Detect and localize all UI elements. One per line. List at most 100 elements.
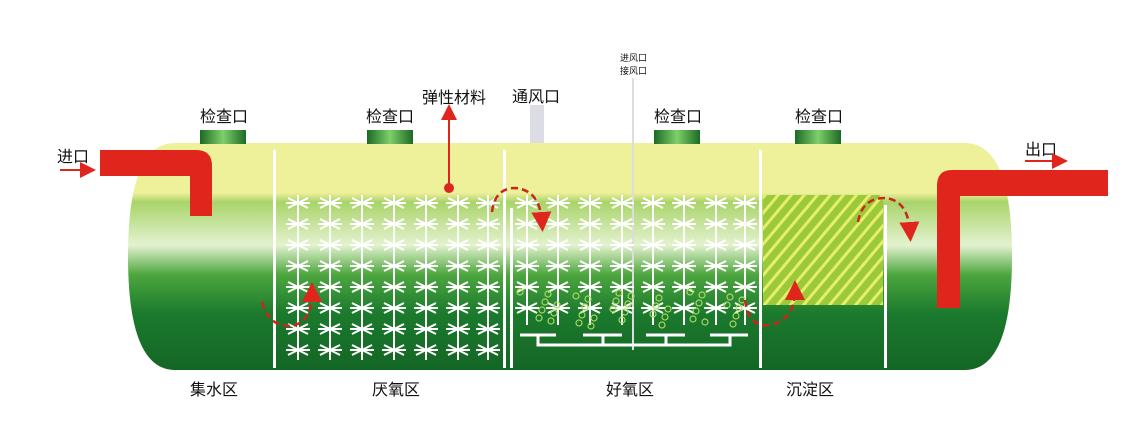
fiber-tuft bbox=[446, 239, 470, 251]
inspection-port-label-3: 检查口 bbox=[654, 107, 702, 126]
fiber-tuft bbox=[318, 302, 342, 314]
fiber-tuft bbox=[610, 218, 634, 230]
fiber-tuft bbox=[414, 218, 438, 230]
fiber-tuft bbox=[704, 218, 728, 230]
zone-aerobic-label: 好氧区 bbox=[606, 380, 654, 399]
fiber-tuft bbox=[704, 302, 728, 314]
fiber-tuft bbox=[318, 344, 342, 356]
fiber-tuft bbox=[641, 260, 665, 272]
inspection-port-label-4: 检查口 bbox=[795, 107, 843, 126]
fiber-tuft bbox=[382, 344, 406, 356]
zone-collection-label: 集水区 bbox=[190, 380, 238, 399]
air-bubble bbox=[732, 312, 740, 320]
fiber-tuft bbox=[350, 260, 374, 272]
fiber-tuft bbox=[382, 323, 406, 335]
fiber-tuft bbox=[641, 197, 665, 209]
fiber-tuft bbox=[414, 197, 438, 209]
fiber-tuft bbox=[318, 239, 342, 251]
air-bubble bbox=[655, 294, 663, 302]
sedimentation-hatch bbox=[763, 195, 883, 305]
fiber-tuft bbox=[286, 239, 310, 251]
air-bubble bbox=[723, 301, 731, 309]
fiber-tuft bbox=[446, 281, 470, 293]
fiber-tuft bbox=[610, 197, 634, 209]
air-bubble bbox=[686, 288, 694, 296]
fiber-tuft bbox=[350, 218, 374, 230]
inspection-caps bbox=[200, 130, 841, 144]
fiber-tuft bbox=[578, 260, 602, 272]
fiber-tuft bbox=[733, 239, 757, 251]
flow-arrows bbox=[260, 186, 920, 327]
fiber-tuft bbox=[672, 239, 696, 251]
fiber-tuft bbox=[672, 281, 696, 293]
fiber-tuft bbox=[446, 218, 470, 230]
air-bubble bbox=[538, 306, 546, 314]
air-bubble bbox=[553, 301, 561, 309]
air-bubble bbox=[544, 290, 552, 298]
outlet-label: 出口 bbox=[1025, 140, 1057, 159]
fiber-tuft bbox=[286, 302, 310, 314]
fiber-tuft bbox=[610, 260, 634, 272]
fiber-tuft bbox=[704, 281, 728, 293]
fiber-tuft bbox=[515, 197, 539, 209]
fiber-tuft bbox=[546, 197, 570, 209]
inspection-port-label-2: 检查口 bbox=[366, 107, 414, 126]
air-bubble bbox=[701, 318, 709, 326]
fiber-tuft bbox=[476, 281, 500, 293]
fiber-tuft bbox=[382, 218, 406, 230]
fiber-tuft bbox=[546, 260, 570, 272]
fiber-tuft bbox=[350, 323, 374, 335]
fiber-tuft bbox=[476, 218, 500, 230]
air-bubble bbox=[612, 297, 620, 305]
fiber-tuft bbox=[286, 260, 310, 272]
air-bubble bbox=[661, 313, 669, 321]
aeration-pipe bbox=[520, 333, 748, 347]
elastic-material-dot bbox=[444, 183, 454, 193]
fiber-tuft bbox=[382, 302, 406, 314]
fiber-tuft bbox=[318, 260, 342, 272]
fiber-tuft bbox=[382, 260, 406, 272]
air-bubble bbox=[627, 292, 635, 300]
fiber-tuft bbox=[382, 197, 406, 209]
fiber-tuft bbox=[350, 281, 374, 293]
partitions bbox=[273, 78, 887, 368]
fiber-tuft bbox=[704, 260, 728, 272]
air-bubble bbox=[575, 319, 583, 327]
air-bubble bbox=[516, 288, 524, 296]
fiber-tuft bbox=[446, 197, 470, 209]
zone-anaerobic-label: 厌氧区 bbox=[372, 380, 420, 399]
fiber-tuft bbox=[733, 281, 757, 293]
air-bubble bbox=[621, 308, 629, 316]
air-bubble bbox=[609, 305, 617, 313]
fiber-tuft bbox=[672, 260, 696, 272]
inlet-label: 进口 bbox=[57, 147, 89, 166]
fiber-tuft bbox=[350, 302, 374, 314]
fiber-tuft bbox=[733, 218, 757, 230]
fiber-tuft bbox=[476, 323, 500, 335]
fiber-tuft bbox=[641, 218, 665, 230]
fiber-tuft bbox=[286, 218, 310, 230]
fiber-tuft bbox=[546, 281, 570, 293]
fiber-tuft bbox=[641, 281, 665, 293]
fiber-tuft bbox=[733, 260, 757, 272]
air-connect-label: 接风口 bbox=[620, 65, 647, 77]
elastic-fiber-media bbox=[286, 195, 757, 360]
fiber-tuft bbox=[414, 281, 438, 293]
air-bubble bbox=[550, 309, 558, 317]
aeration-bubbles bbox=[516, 288, 746, 330]
fiber-tuft bbox=[318, 218, 342, 230]
fiber-tuft bbox=[476, 239, 500, 251]
fiber-tuft bbox=[672, 302, 696, 314]
air-bubble bbox=[535, 314, 543, 322]
fiber-tuft bbox=[414, 260, 438, 272]
air-bubble bbox=[698, 291, 706, 299]
fiber-tuft bbox=[610, 239, 634, 251]
fiber-tuft bbox=[578, 281, 602, 293]
air-bubble bbox=[584, 295, 592, 303]
fiber-tuft bbox=[382, 281, 406, 293]
fiber-tuft bbox=[414, 239, 438, 251]
air-bubble bbox=[572, 292, 580, 300]
fiber-tuft bbox=[382, 239, 406, 251]
air-bubble bbox=[692, 307, 700, 315]
